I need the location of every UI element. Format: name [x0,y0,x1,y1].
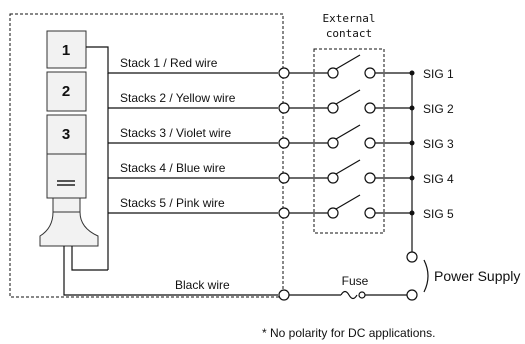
bus-node-5 [409,210,415,216]
bus-node-2 [409,105,415,111]
wire-label-5: Stacks 5 / Pink wire [120,196,225,210]
sig-label-3: SIG 3 [423,137,454,151]
wire-1 [86,46,278,74]
wire-group [63,46,278,296]
bus-node-1 [409,70,415,76]
switch-1 [327,54,376,79]
terminal-3 [278,137,290,149]
terminal-4 [278,172,290,184]
external-contact-box [313,48,385,234]
tower-tier-3 [46,114,87,155]
black-wire [63,246,278,296]
tower-vent-icon [57,180,75,182]
bus-node-3 [409,140,415,146]
wire-label-3: Stacks 3 / Violet wire [120,126,231,140]
external-contact-label-1: External [323,12,376,25]
switch-2 [327,89,376,114]
power-terminal-bottom [406,289,418,301]
terminal-1 [278,67,290,79]
wire-label-2: Stacks 2 / Yellow wire [120,91,236,105]
tower-base [39,211,99,247]
footnote: * No polarity for DC applications. [262,326,435,340]
tower-tier-label-1: 1 [62,42,70,59]
tower-tier-2 [46,71,87,112]
sig-label-2: SIG 2 [423,102,454,116]
black-wire-label: Black wire [175,278,230,292]
wire-label-1: Stack 1 / Red wire [120,56,218,70]
tower-tier-label-2: 2 [62,83,70,100]
sig-label-4: SIG 4 [423,172,454,186]
sig-label-5: SIG 5 [423,207,454,221]
wire-label-4: Stacks 4 / Blue wire [120,161,226,175]
sig-label-1: SIG 1 [423,67,454,81]
tower-tier-label-3: 3 [62,126,70,143]
power-terminal-top [406,251,418,263]
power-bracket [423,259,429,293]
tower-body-lower [46,153,87,199]
signal-tower: 1 2 3 [39,30,99,247]
terminal-black [278,289,290,301]
switch-4 [327,159,376,184]
terminal-2 [278,102,290,114]
fuse-label: Fuse [342,274,369,288]
bus-node-4 [409,175,415,181]
terminal-5 [278,207,290,219]
power-supply-label: Power Supply [434,268,520,284]
external-contact-label-2: contact [326,27,372,40]
fuse-icon [340,290,358,300]
tower-tier-1 [46,30,87,69]
switch-5 [327,194,376,219]
tower-enclosure [9,13,284,298]
tower-neck [52,197,81,213]
switch-3 [327,124,376,149]
